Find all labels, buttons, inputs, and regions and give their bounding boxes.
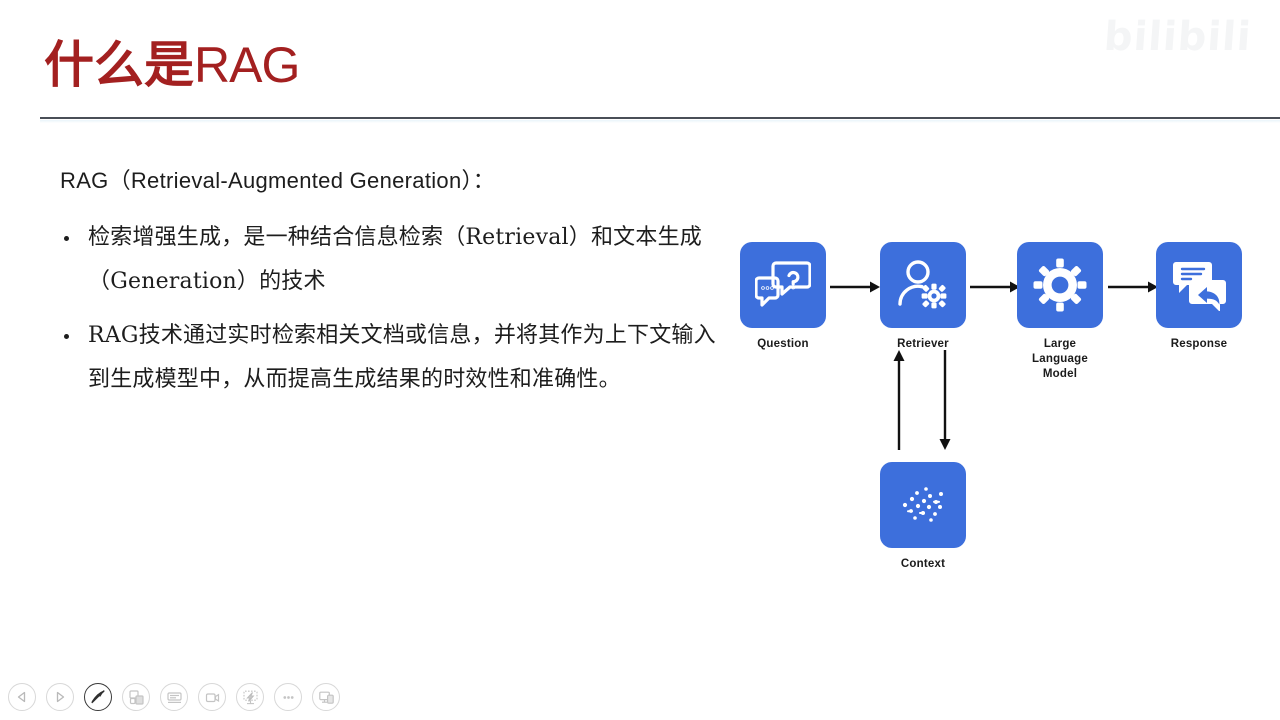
person-gear-icon (895, 258, 951, 312)
context-tile (880, 462, 966, 548)
response-tile (1156, 242, 1242, 328)
llm-label-line2: Model (1042, 368, 1078, 380)
diagram-node-response: Response (1156, 242, 1242, 352)
gear-icon (1032, 257, 1088, 313)
diagram-node-label: Question (757, 338, 809, 350)
arrow-retriever-to-llm (970, 280, 1020, 299)
diagram-node-label: Response (1170, 338, 1228, 350)
laser-pointer-icon (242, 689, 259, 706)
next-slide-button[interactable] (46, 683, 74, 711)
page-title-latin: RAG (194, 37, 300, 93)
triangle-right-icon (53, 690, 67, 704)
retriever-tile (880, 242, 966, 328)
arrow-question-to-retriever (830, 280, 880, 299)
llm-tile (1017, 242, 1103, 328)
diagram-node-question: Question (740, 242, 826, 352)
list-item: 检索增强生成，是一种结合信息检索（Retrieval）和文本生成（Generat… (60, 216, 720, 304)
arrow-retriever-to-context (938, 350, 952, 455)
llm-label-line1: Large Language (1032, 338, 1088, 365)
triangle-left-icon (15, 690, 29, 704)
slides-grid-icon (128, 689, 145, 706)
title-divider-shadow (40, 120, 1280, 123)
page-title-cjk: 什么是 (44, 36, 194, 94)
body-content: RAG（Retrieval-Augmented Generation）： 检索增… (60, 160, 720, 412)
slides-overview-button[interactable] (122, 683, 150, 711)
diagram-node-context: Context (880, 462, 966, 572)
diagram-node-retriever: Retriever (880, 242, 966, 352)
video-button[interactable] (198, 683, 226, 711)
lead-paragraph: RAG（Retrieval-Augmented Generation）： (60, 168, 496, 193)
screen-share-icon (318, 689, 335, 706)
annotate-button[interactable] (84, 683, 112, 711)
ellipsis-icon (280, 689, 297, 706)
scatter-dots-icon (895, 480, 951, 530)
subtitle-icon (166, 689, 183, 706)
camera-icon (204, 689, 221, 706)
present-screen-button[interactable] (312, 683, 340, 711)
prev-slide-button[interactable] (8, 683, 36, 711)
arrow-llm-to-response (1108, 280, 1158, 299)
more-options-button[interactable] (274, 683, 302, 711)
diagram-node-label: Retriever (897, 338, 949, 350)
page-title: 什么是RAG (44, 34, 300, 96)
speech-bubbles-question-icon (755, 259, 811, 311)
diagram-node-label: Context (900, 558, 946, 570)
arrow-context-to-retriever (892, 350, 906, 455)
subtitles-button[interactable] (160, 683, 188, 711)
question-tile (740, 242, 826, 328)
bullet-list: 检索增强生成，是一种结合信息检索（Retrieval）和文本生成（Generat… (60, 216, 720, 402)
player-toolbar (0, 674, 1280, 720)
title-divider (40, 117, 1280, 119)
list-item: RAG技术通过实时检索相关文档或信息，并将其作为上下文输入到生成模型中，从而提高… (60, 314, 720, 402)
speech-bubbles-reply-icon (1171, 259, 1227, 311)
rag-flow-diagram: Question (720, 230, 1280, 600)
pen-strike-icon (89, 688, 107, 706)
laser-pointer-button[interactable] (236, 683, 264, 711)
bilibili-watermark: bilibili (1102, 14, 1254, 60)
